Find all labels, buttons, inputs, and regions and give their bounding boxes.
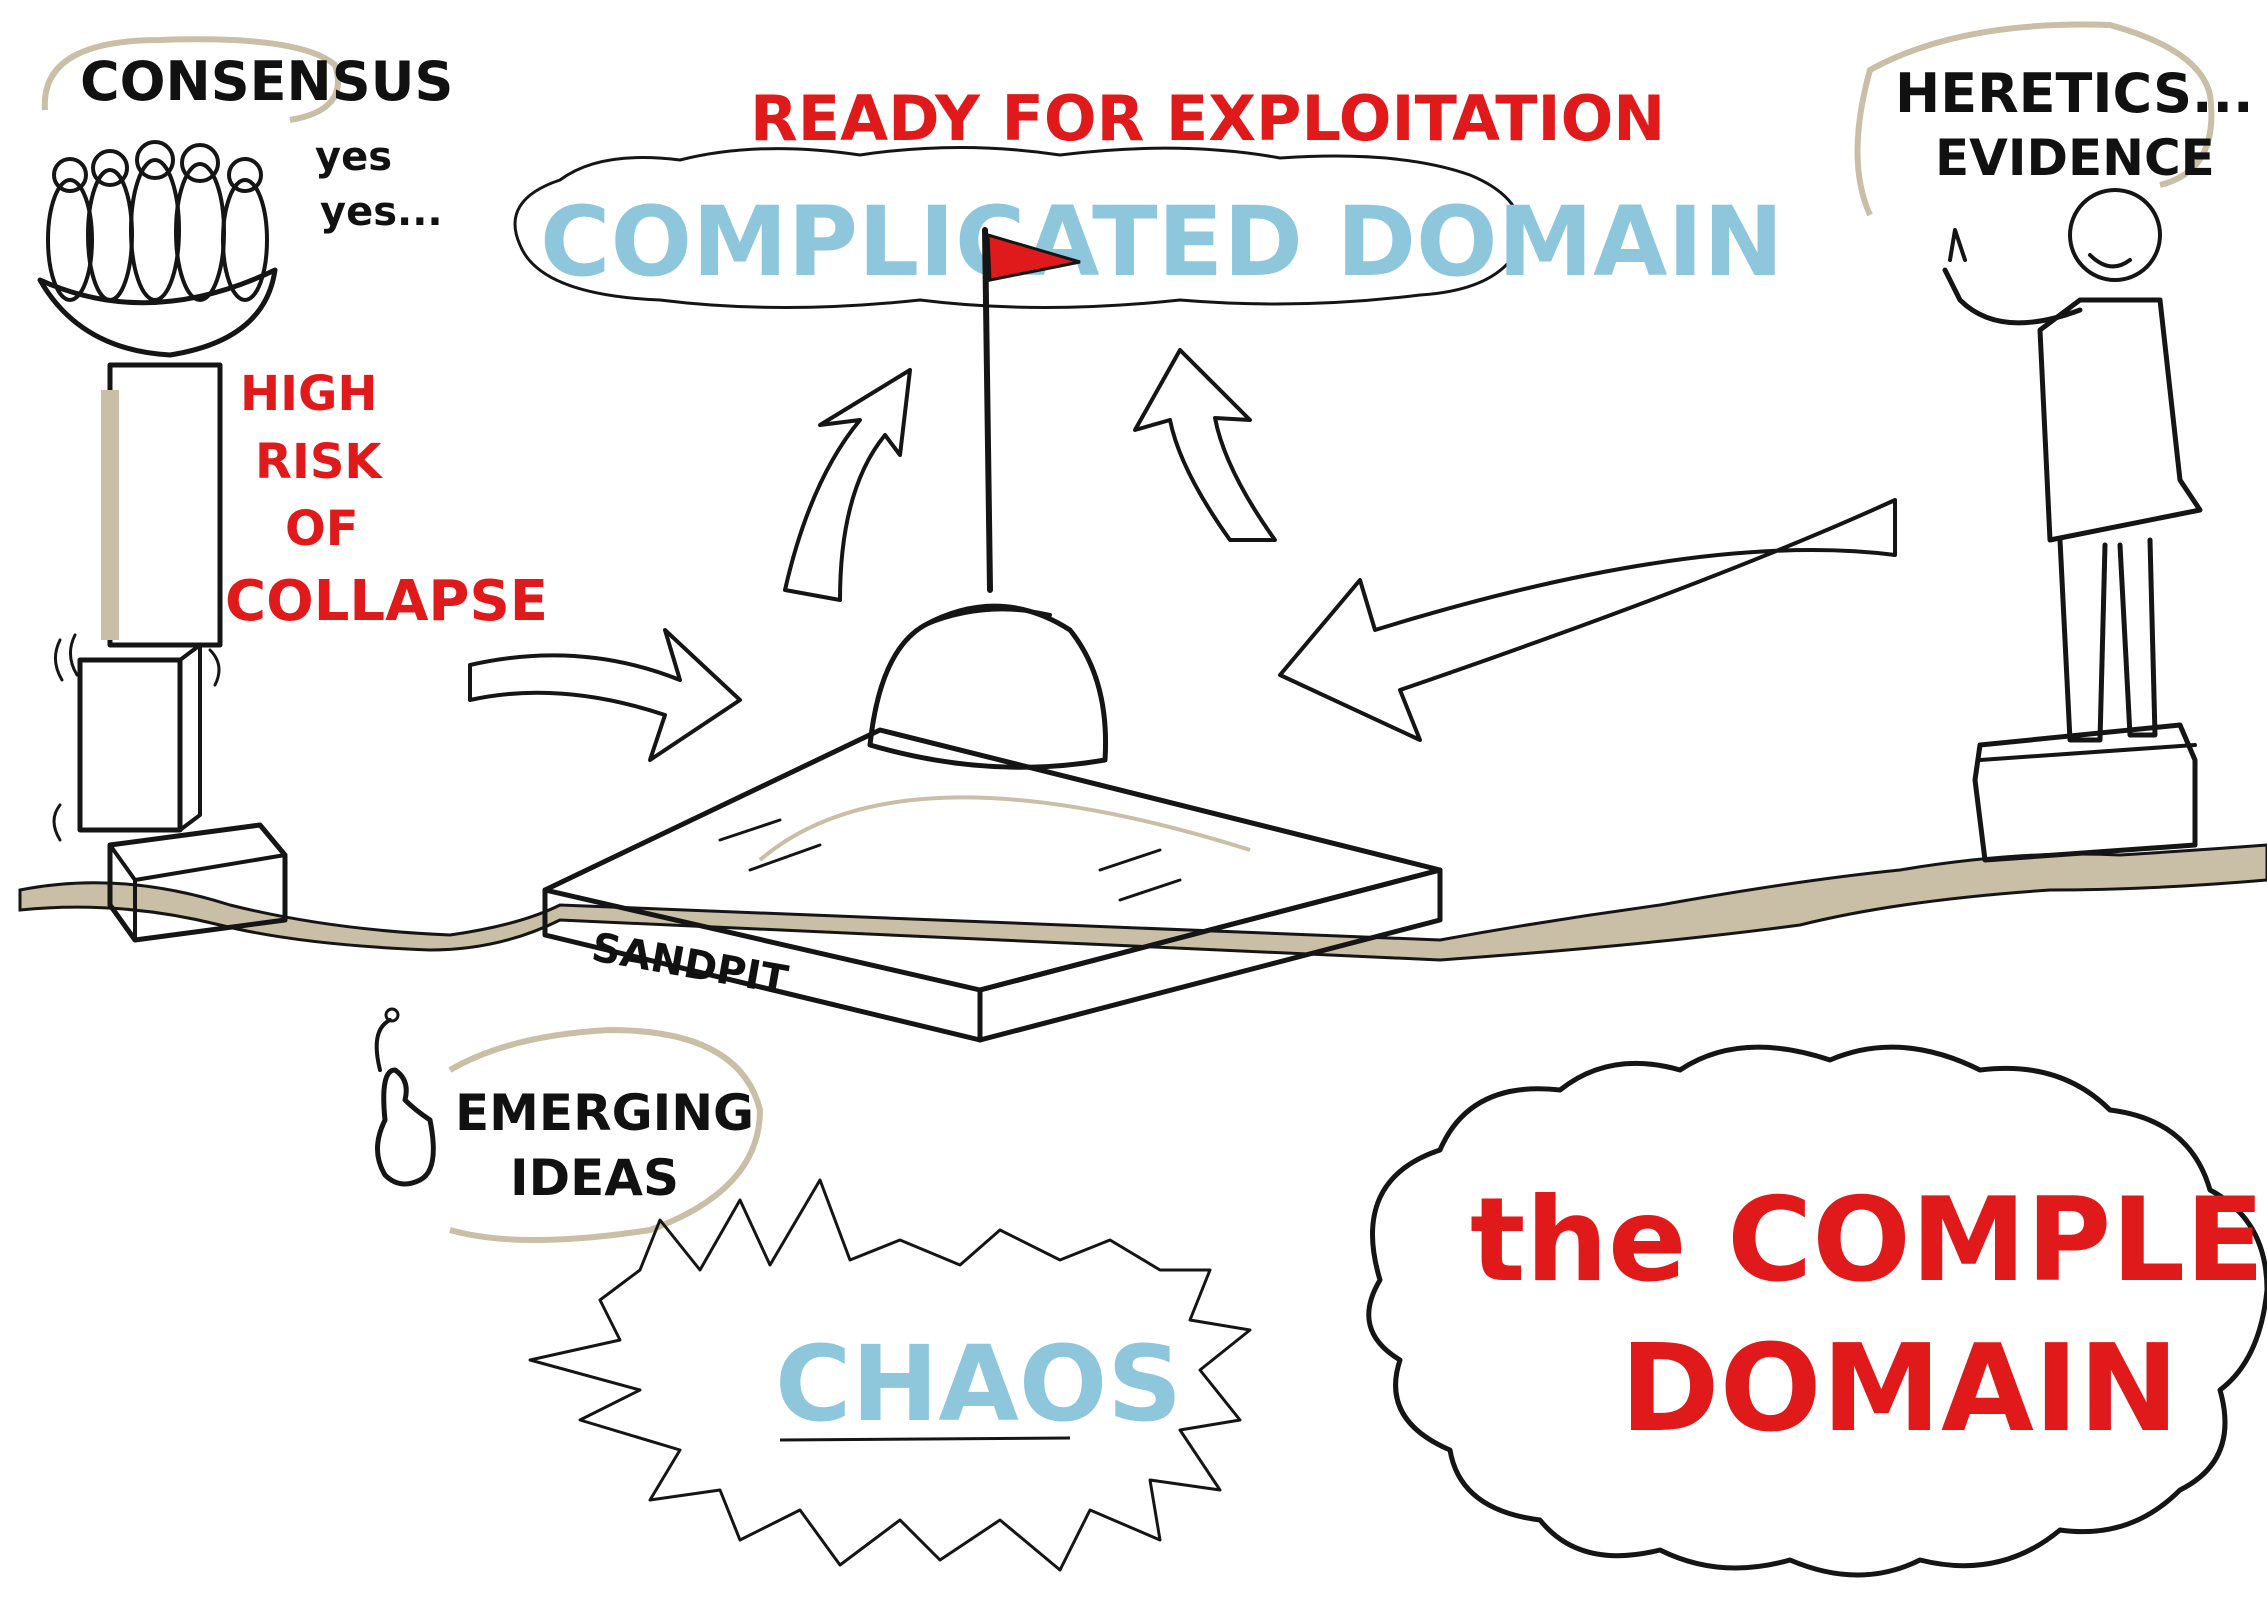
yes-label-2: yes...	[320, 189, 443, 235]
heretics-label: HERETICS...	[1895, 62, 2254, 125]
seed-sprout-icon	[374, 1007, 436, 1187]
emerging-ideas-bubble: EMERGING IDEAS	[448, 1026, 764, 1243]
complicated-domain-cloud: READY FOR EXPLOITATION COMPLICATED DOMAI…	[513, 82, 1784, 309]
flag-icon	[982, 227, 1081, 593]
chaos-label: CHAOS	[775, 1323, 1182, 1445]
high-risk-line-2: RISK	[255, 434, 383, 490]
emerging-label-1: EMERGING	[455, 1084, 754, 1142]
arrows	[468, 348, 1897, 762]
high-risk-note: HIGH RISK OF COLLAPSE	[225, 366, 548, 634]
heretics-bubble: HERETICS... EVIDENCE	[1854, 21, 2254, 217]
complicated-domain-label: COMPLICATED DOMAIN	[540, 186, 1784, 298]
emerging-label-2: IDEAS	[510, 1149, 679, 1207]
standing-man-icon	[1942, 188, 2203, 863]
arrow-up-left	[783, 368, 912, 602]
unstable-tower	[37, 267, 288, 943]
chaos-burst: CHAOS	[528, 1178, 1252, 1572]
consensus-label: CONSENSUS	[80, 50, 453, 113]
sandpit-label: SANDPIT	[588, 925, 792, 1005]
wobble-marks	[52, 633, 221, 842]
ground	[18, 843, 2267, 962]
mound	[867, 603, 1109, 770]
complex-domain-cloud: the COMPLEX DOMAIN	[1366, 1044, 2267, 1578]
complex-domain-line-2: DOMAIN	[1620, 1320, 2179, 1459]
complex-domain-line-1: the COMPLEX	[1470, 1173, 2267, 1308]
arrow-left-right	[1278, 498, 1897, 742]
evidence-label: EVIDENCE	[1935, 129, 2215, 187]
crowd-in-bowl-icon	[46, 140, 269, 302]
high-risk-line-1: HIGH	[240, 366, 378, 422]
yes-label-1: yes	[315, 134, 392, 180]
ready-for-exploitation-label: READY FOR EXPLOITATION	[750, 82, 1665, 155]
arrow-up-right	[1133, 348, 1277, 542]
high-risk-line-4: COLLAPSE	[225, 569, 548, 634]
sandpit: SANDPIT	[542, 727, 1443, 1043]
arrow-right-left	[468, 628, 742, 762]
high-risk-line-3: OF	[285, 501, 359, 557]
consensus-bubble: CONSENSUS yes yes...	[41, 36, 453, 235]
